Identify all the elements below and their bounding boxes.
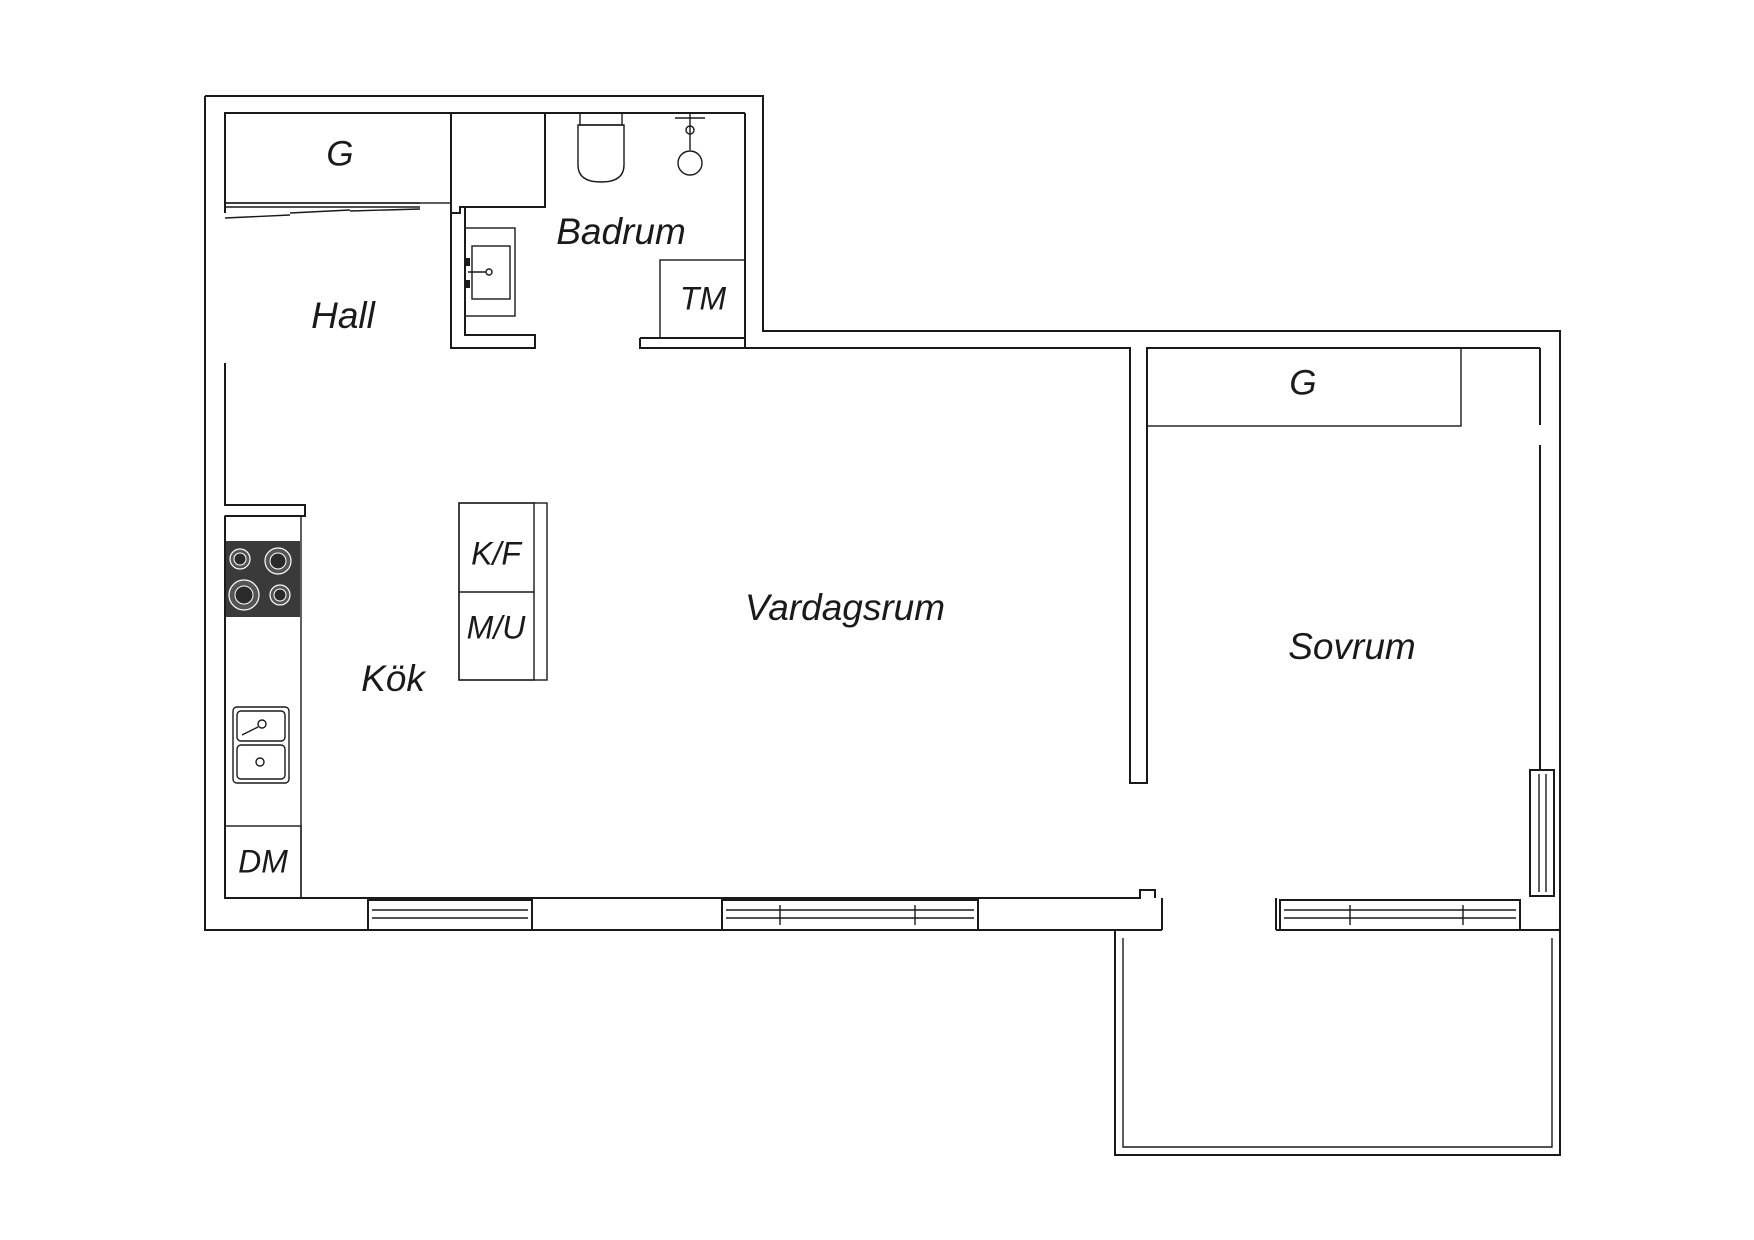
bathroom-sink-icon [464, 227, 516, 317]
balcony-door-opening [1162, 899, 1276, 931]
hall-wardrobe: G [224, 112, 452, 219]
washing-machine-label: TM [680, 280, 727, 316]
balcony [1114, 930, 1561, 1156]
room-label-sovrum: Sovrum [1288, 626, 1415, 667]
shower-icon [675, 113, 705, 176]
washing-machine: TM [659, 259, 746, 339]
kitchen-sink-icon [232, 706, 290, 784]
bedroom-wardrobe-label: G [1289, 363, 1316, 402]
outer-walls [204, 95, 1561, 931]
room-label-badrum: Badrum [556, 211, 686, 252]
microwave-oven-label: M/U [467, 609, 527, 645]
windows [367, 769, 1555, 931]
room-label-kok: Kök [361, 658, 427, 699]
dishwasher-label: DM [238, 843, 288, 879]
fridge-freezer-label: K/F [471, 535, 523, 571]
room-label-hall: Hall [311, 295, 377, 336]
hall-wardrobe-label: G [326, 134, 353, 173]
bedroom-wardrobe: G [1146, 347, 1462, 427]
toilet-icon [577, 112, 625, 183]
fridge-oven-unit: K/F M/U [458, 502, 548, 681]
room-label-vardagsrum: Vardagsrum [745, 587, 945, 628]
kitchen-counter: DM [224, 515, 302, 899]
